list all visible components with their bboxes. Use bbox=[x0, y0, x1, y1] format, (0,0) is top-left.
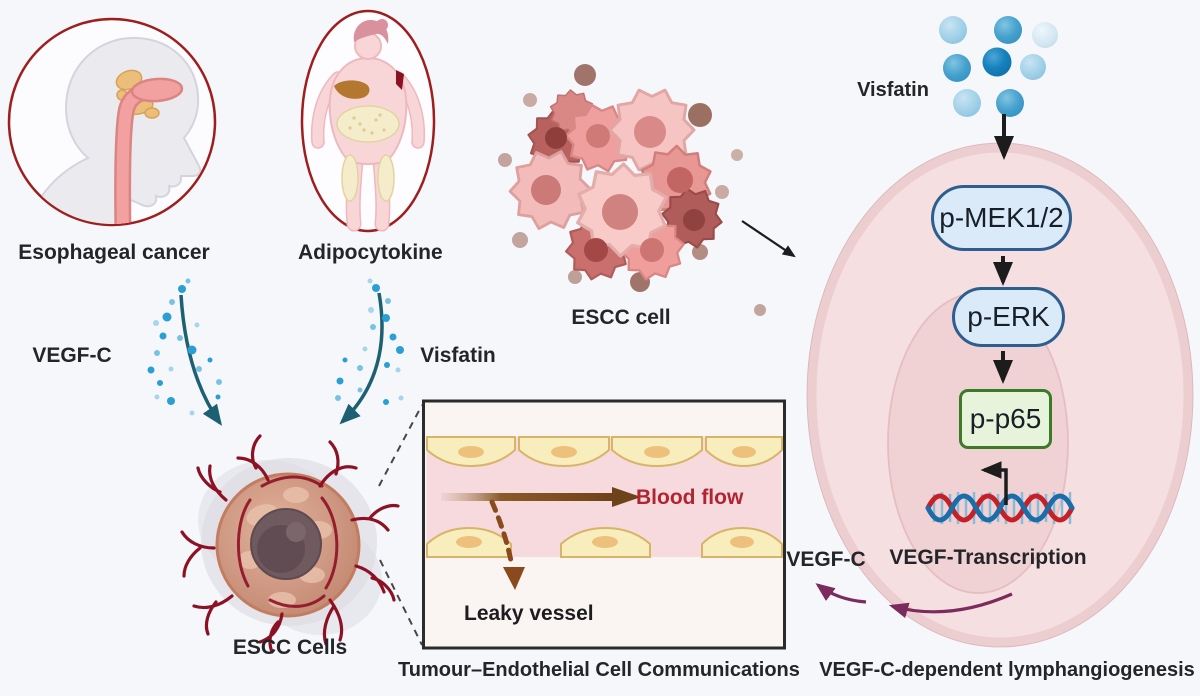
visfatin-secretion-arrow bbox=[339, 292, 384, 425]
adipose-tissue bbox=[336, 105, 400, 202]
node-p-mek12: p-MEK1/2 bbox=[931, 185, 1072, 251]
adipocytokine-illustration bbox=[300, 9, 436, 233]
obese-figure bbox=[310, 19, 426, 232]
tumor-illustration bbox=[180, 434, 400, 654]
flow-arrows bbox=[741, 114, 1014, 384]
secretion-dots-right bbox=[335, 278, 404, 405]
tumor-vessels bbox=[180, 434, 400, 654]
vegf-transcription-label: VEGF-Transcription bbox=[889, 546, 1087, 569]
visfatin-molecules bbox=[939, 16, 1058, 117]
escc-cell-label: ESCC cell bbox=[571, 306, 671, 329]
arm-vessel bbox=[396, 70, 404, 90]
endothelial-nuclei bbox=[456, 446, 756, 548]
secretion-dots-left bbox=[147, 278, 222, 416]
vegf-c-output-label: VEGF-C bbox=[786, 548, 866, 571]
adipocytokine-label: Adipocytokine bbox=[298, 241, 443, 264]
esophageal-cancer-illustration bbox=[7, 17, 217, 227]
vessel-box-illustration bbox=[422, 399, 786, 650]
cluster-to-cell-arrow bbox=[741, 220, 796, 258]
visfatin-source-label: Visfatin bbox=[857, 79, 929, 101]
escc-cells-label: ESCC Cells bbox=[232, 636, 348, 659]
vegfc-secretion-arrow bbox=[179, 294, 223, 426]
dna-helix bbox=[925, 492, 1075, 524]
leaky-vessel-arrow bbox=[489, 499, 525, 590]
esophageal-cancer-label: Esophageal cancer bbox=[18, 241, 210, 264]
vegf-c-secretion-arrows bbox=[815, 583, 1013, 619]
lymphangiogenesis-caption: VEGF-C-dependent lymphangiogenesis bbox=[819, 659, 1195, 681]
esophagus bbox=[114, 77, 184, 224]
zoom-connector-lines bbox=[378, 404, 423, 646]
transcription-start-arrow bbox=[980, 461, 1008, 505]
escc-cell-cluster-illustration bbox=[498, 64, 766, 316]
cell-nuclei bbox=[531, 116, 705, 262]
liver bbox=[334, 80, 370, 99]
blood-flow-arrow bbox=[441, 487, 641, 507]
vegf-c-secretion-label: VEGF-C bbox=[32, 344, 112, 367]
node-p-p65: p-p65 bbox=[959, 389, 1052, 449]
blood-flow-label: Blood flow bbox=[636, 486, 744, 509]
leaky-vessel-label: Leaky vessel bbox=[464, 602, 594, 625]
vessel-box-caption: Tumour–Endothelial Cell Communications bbox=[398, 659, 800, 681]
visfatin-secretion-label: Visfatin bbox=[420, 344, 496, 367]
node-p-erk: p-ERK bbox=[952, 287, 1065, 347]
